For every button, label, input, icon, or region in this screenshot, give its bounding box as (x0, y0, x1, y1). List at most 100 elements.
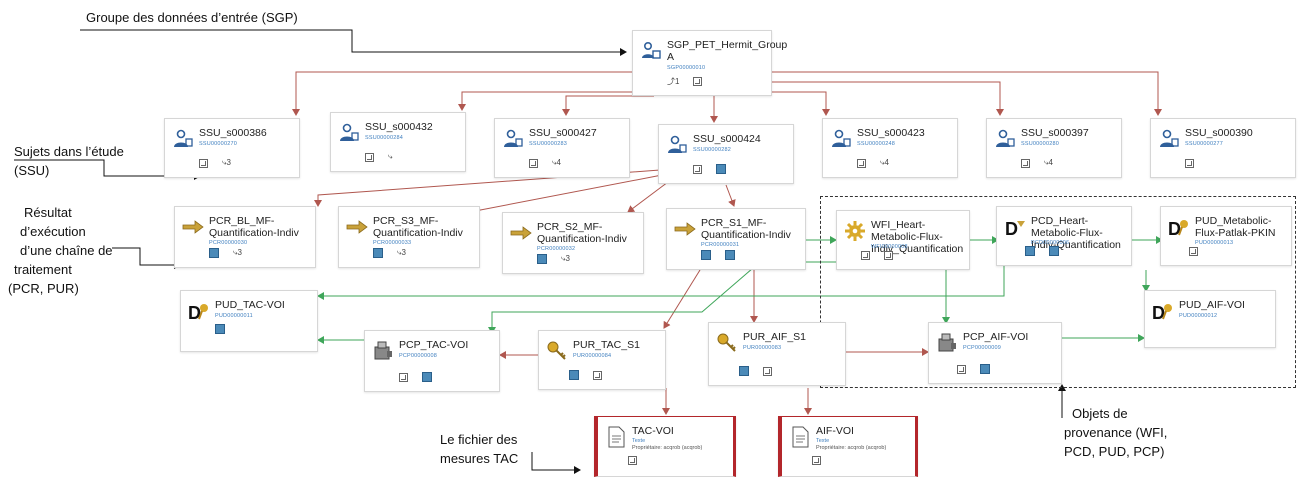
annotation-pcr: Résultat d’exécution d’une chaîne de tra… (8, 203, 113, 298)
open-icon[interactable] (628, 455, 637, 465)
node-id: PUD00000011 (215, 313, 253, 319)
node-ssu397[interactable]: SSU_s000397 SSU00000280 ⤷4 (986, 118, 1122, 178)
node-title: SSU_s000423 (857, 127, 925, 139)
count-value: 3 (237, 248, 242, 257)
node-title: SSU_s000432 (365, 121, 433, 133)
image-icon[interactable] (209, 248, 219, 258)
image-icon[interactable] (701, 250, 711, 260)
node-ssu423[interactable]: SSU_s000423 SSU00000248 ⤷4 (822, 118, 958, 178)
node-title: SSU_s000427 (529, 127, 597, 139)
svg-text:D: D (1005, 219, 1018, 239)
file-owner: Propriétaire: acqrob (acqrob) (816, 445, 887, 451)
node-id: PUR00000083 (743, 345, 782, 351)
image-icon[interactable] (716, 164, 726, 174)
node-ssu424[interactable]: SSU_s000424 SSU00000282 (658, 124, 794, 184)
open-icon[interactable] (593, 370, 602, 380)
annotation-pcr-line: traitement (14, 262, 72, 277)
node-pud-aif[interactable]: D PUD_AIF-VOI PUD00000012 (1144, 290, 1276, 348)
subject-icon (1160, 129, 1179, 147)
image-icon[interactable] (569, 370, 579, 380)
node-title: SSU_s000397 (1021, 127, 1089, 139)
node-title: PUD_TAC-VOI (215, 299, 285, 311)
node-file-tac[interactable]: TAC-VOI Texte Propriétaire: acqrob (acqr… (594, 416, 736, 477)
pcp-icon (938, 333, 956, 352)
annotation-prov-line: Objets de (1072, 406, 1128, 421)
image-icon[interactable] (1049, 246, 1059, 256)
node-pud-tac[interactable]: D PUD_TAC-VOI PUD00000011 (180, 290, 318, 352)
node-id: PCP00000008 (399, 353, 437, 359)
group-icon (642, 41, 661, 59)
node-pcp-aif[interactable]: PCP_AIF-VOI PCP00000009 (928, 322, 1062, 384)
node-pcr-bl[interactable]: PCR_BL_MF-Quantification-Indiv PCR000000… (174, 206, 316, 268)
node-wfi[interactable]: WFI_Heart-Metabolic-Flux-Indiv_Quantific… (836, 210, 970, 270)
open-icon[interactable] (857, 158, 866, 168)
children-count: ⤷3 (233, 248, 242, 257)
image-icon[interactable] (1025, 246, 1035, 256)
svg-text:D: D (1152, 303, 1165, 323)
file-type: Texte (816, 438, 830, 444)
count-value: 3 (565, 254, 570, 263)
image-icon[interactable] (739, 366, 749, 376)
annotation-pcr-line: d’une chaîne de (20, 243, 113, 258)
annotation-tac-file: Le fichier des mesures TAC (440, 430, 518, 468)
open-icon[interactable] (763, 366, 772, 376)
open-icon[interactable] (399, 372, 408, 382)
file-type: Texte (632, 438, 646, 444)
children-count: ⤷3 (561, 254, 570, 263)
file-icon (608, 426, 625, 448)
image-icon[interactable] (373, 248, 383, 258)
image-icon[interactable] (980, 364, 990, 374)
arrow-icon (182, 220, 204, 234)
image-icon[interactable] (422, 372, 432, 382)
image-icon[interactable] (215, 324, 225, 334)
node-title: PCR_BL_MF-Quantification-Indiv (209, 215, 299, 239)
count-value: 3 (226, 158, 231, 167)
node-ssu390[interactable]: SSU_s000390 SSU00000277 (1150, 118, 1296, 178)
open-icon[interactable] (884, 250, 893, 260)
node-title: PCR_S1_MF-Quantification-Indiv (701, 217, 791, 241)
key-icon (547, 341, 566, 360)
node-id: PCP00000009 (963, 345, 1001, 351)
open-icon[interactable] (1021, 158, 1030, 168)
pud-icon: D (1152, 303, 1172, 323)
node-pcp-tac[interactable]: PCP_TAC-VOI PCP00000008 (364, 330, 500, 392)
node-pur-tac[interactable]: PUR_TAC_S1 PUR00000084 (538, 330, 666, 390)
node-id: WFI00000008 (871, 244, 908, 250)
node-ssu432[interactable]: SSU_s000432 SSU00000284 ⤷ (330, 112, 466, 172)
node-id: SSU00000248 (857, 141, 895, 147)
node-title: PCR_S3_MF-Quantification-Indiv (373, 215, 463, 239)
open-icon[interactable] (957, 364, 966, 374)
subject-icon (504, 129, 523, 147)
node-pcr-s2[interactable]: PCR_S2_MF-Quantification-Indiv PCR000000… (502, 212, 644, 274)
open-icon[interactable] (812, 455, 821, 465)
subject-icon (832, 129, 851, 147)
open-icon[interactable] (861, 250, 870, 260)
arrow-icon (674, 222, 696, 236)
image-icon[interactable] (725, 250, 735, 260)
file-icon (792, 426, 809, 448)
open-icon[interactable] (693, 76, 703, 86)
node-sgp[interactable]: SGP_PET_Hermit_Group A SGP00000010 ⤴1 (632, 30, 787, 96)
open-icon[interactable] (365, 152, 374, 162)
node-id: SSU00000282 (693, 147, 731, 153)
node-file-aif[interactable]: AIF-VOI Texte Propriétaire: acqrob (acqr… (778, 416, 918, 477)
node-pud-metabolic[interactable]: D PUD_Metabolic-Flux-Patlak-PKIN PUD0000… (1160, 206, 1292, 266)
open-icon[interactable] (199, 158, 208, 168)
open-icon[interactable] (1185, 158, 1194, 168)
open-icon[interactable] (1189, 246, 1198, 256)
annotation-prov-line: provenance (WFI, (1064, 425, 1168, 440)
node-pcr-s3[interactable]: PCR_S3_MF-Quantification-Indiv PCR000000… (338, 206, 480, 268)
children-count: ⤷4 (880, 158, 889, 167)
annotation-ssu-line: Sujets dans l’étude (14, 144, 124, 159)
gear-icon (845, 221, 865, 241)
node-ssu427[interactable]: SSU_s000427 SSU00000283 ⤷4 (494, 118, 630, 178)
provenance-region (820, 196, 1296, 388)
image-icon[interactable] (537, 254, 547, 264)
node-pcd[interactable]: D PCD_Heart-Metabolic-Flux-Indiv-Quantif… (996, 206, 1132, 266)
node-id: SSU00000284 (365, 135, 403, 141)
node-pcr-s1[interactable]: PCR_S1_MF-Quantification-Indiv PCR000000… (666, 208, 806, 270)
open-icon[interactable] (693, 164, 702, 174)
open-icon[interactable] (529, 158, 538, 168)
node-ssu386[interactable]: SSU_s000386 SSU00000270 ⤷3 (164, 118, 300, 178)
node-pur-aif[interactable]: PUR_AIF_S1 PUR00000083 (708, 322, 846, 386)
